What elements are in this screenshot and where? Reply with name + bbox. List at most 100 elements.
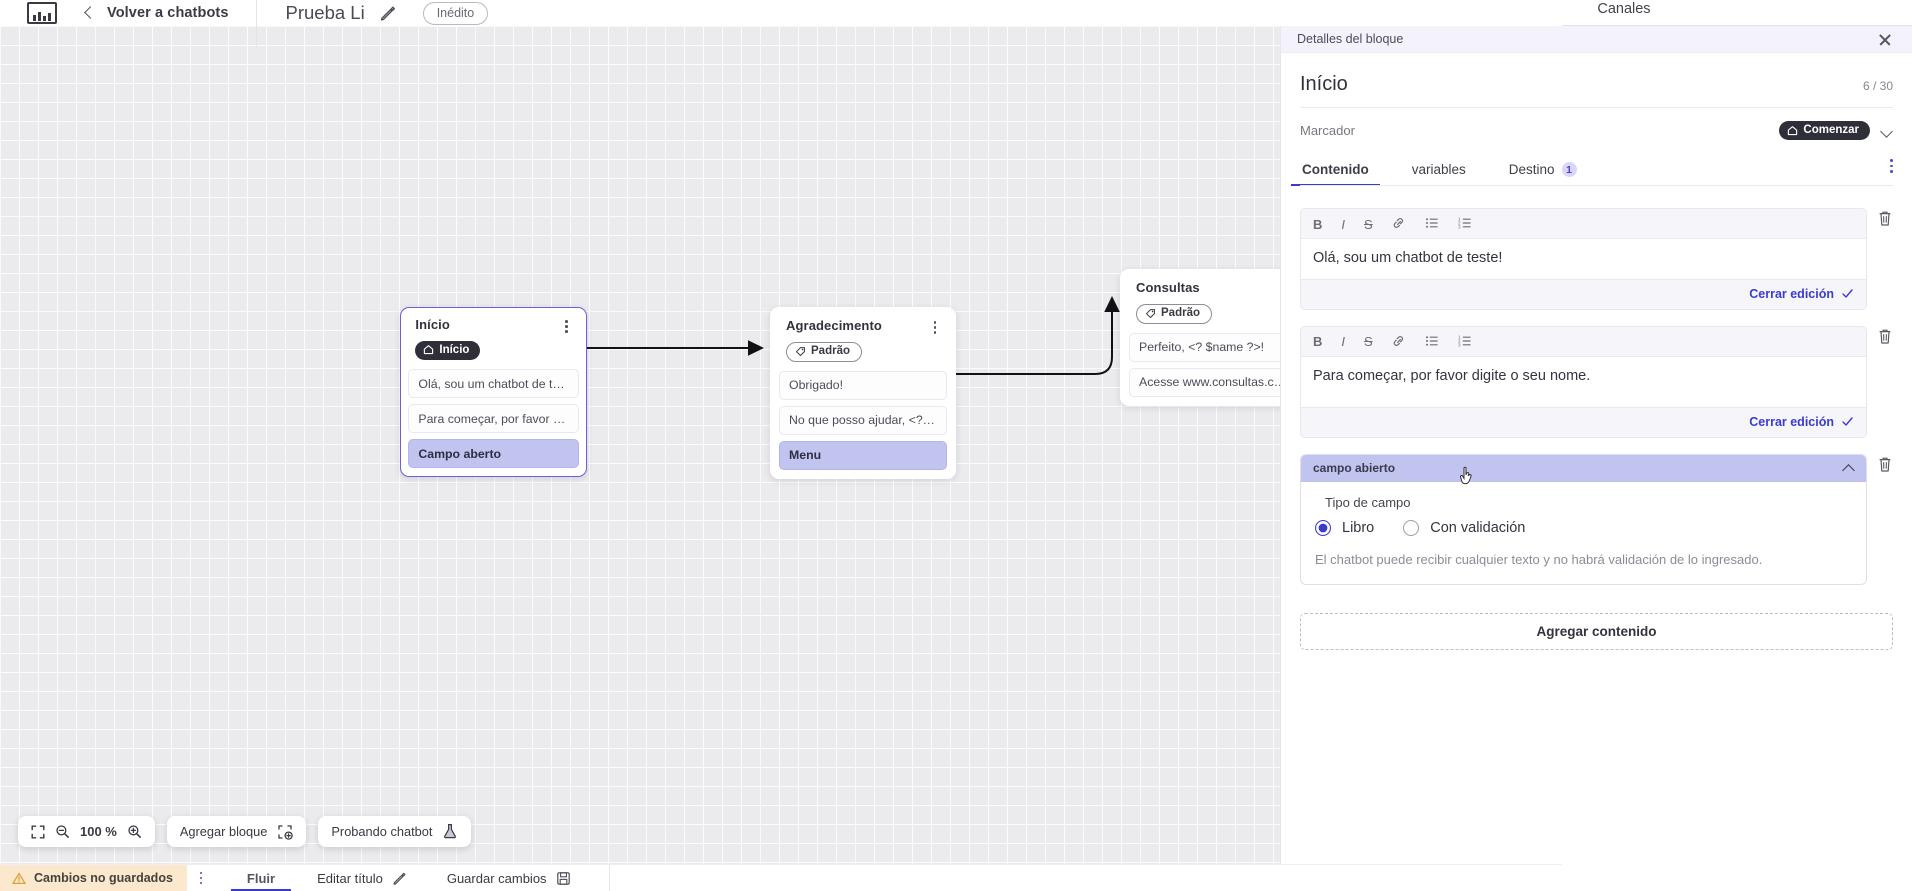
tab-destino[interactable]: Destino 1: [1507, 155, 1579, 186]
top-tabs-underline: [1280, 25, 1912, 26]
panel-tab-bar: Contenido variables Destino 1: [1291, 155, 1893, 186]
message-text[interactable]: Olá, sou um chatbot de teste!: [1301, 238, 1866, 280]
node-badge-label: Padrão: [811, 345, 850, 358]
panel-header: Detalles del bloque: [1281, 26, 1912, 53]
status-divider: [608, 864, 610, 891]
back-to-chatbots-link[interactable]: Volver a chatbots: [107, 5, 229, 21]
link-icon[interactable]: [1392, 216, 1406, 232]
save-changes-button[interactable]: Guardar cambios: [447, 865, 571, 891]
radio-libro[interactable]: Libro: [1315, 519, 1374, 536]
open-field-row: campo abierto Tipo de campo Libro: [1300, 453, 1893, 586]
close-edit-label: Cerrar edición: [1749, 286, 1834, 301]
node-item[interactable]: Acesse www.consultas.com par...: [1129, 367, 1301, 397]
chevron-up-icon[interactable]: [1842, 462, 1854, 474]
tab-canales[interactable]: Canales: [1597, 1, 1651, 17]
svg-text:2: 2: [1458, 338, 1461, 343]
close-icon[interactable]: [1877, 31, 1893, 47]
flow-node-agradecimento[interactable]: Agradecimento Padrão Obrigado! No que po…: [770, 307, 956, 479]
add-block-button[interactable]: Agregar bloque: [166, 816, 307, 847]
kebab-menu-icon[interactable]: [187, 871, 215, 885]
close-edit-label: Cerrar edición: [1749, 414, 1834, 429]
bold-icon[interactable]: B: [1313, 334, 1323, 350]
edit-title-button[interactable]: Editar título: [317, 865, 407, 891]
unsaved-changes-label: Cambios no guardados: [34, 871, 173, 885]
home-icon: [424, 345, 434, 355]
marker-badge: Comenzar: [1779, 121, 1870, 140]
add-content-button[interactable]: Agregar contenido: [1300, 613, 1893, 651]
svg-text:1: 1: [1458, 217, 1461, 222]
flow-node-inicio[interactable]: Início Início Olá, sou um chatbot de tes…: [400, 307, 587, 477]
node-item[interactable]: No que posso ajudar, <? $name ...: [779, 405, 947, 435]
node-item[interactable]: Olá, sou um chatbot de teste!: [408, 369, 579, 399]
zoom-level: 100 %: [80, 824, 117, 839]
node-item[interactable]: Obrigado!: [779, 370, 947, 400]
open-field-card: campo abierto Tipo de campo Libro: [1300, 453, 1867, 586]
message-text[interactable]: Para começar, por favor digite o seu nom…: [1301, 355, 1866, 408]
node-item[interactable]: Menu: [779, 440, 947, 470]
radio-con-validacion[interactable]: Con validación: [1403, 519, 1525, 536]
close-edit-button[interactable]: Cerrar edición: [1749, 415, 1854, 429]
tab-variables[interactable]: variables: [1410, 155, 1468, 186]
node-header: Agradecimento: [779, 318, 947, 334]
node-item-list: Obrigado! No que posso ajudar, <? $name …: [779, 370, 947, 470]
link-icon[interactable]: [1392, 334, 1406, 350]
node-item[interactable]: Perfeito, <? $name ?>!: [1129, 332, 1301, 362]
field-hint: El chatbot puede recibir cualquier texto…: [1315, 551, 1763, 567]
pencil-icon[interactable]: [379, 4, 397, 22]
tab-contenido-label: Contenido: [1302, 162, 1369, 177]
strikethrough-icon[interactable]: S: [1364, 334, 1373, 350]
open-field-body: Tipo de campo Libro Con validación: [1301, 482, 1866, 585]
tag-icon: [1145, 308, 1155, 318]
fit-screen-icon[interactable]: [31, 825, 45, 839]
node-title: Início: [415, 317, 450, 333]
node-item[interactable]: Para começar, por favor digite o ...: [408, 404, 579, 434]
open-field-header[interactable]: campo abierto: [1301, 454, 1866, 482]
trash-icon[interactable]: [1877, 454, 1893, 472]
block-details-panel: Detalles del bloque Início 6 / 30 Marcad…: [1280, 26, 1912, 891]
divider: [1300, 107, 1893, 108]
close-edit-button[interactable]: Cerrar edición: [1749, 287, 1854, 301]
tab-contenido[interactable]: Contenido: [1291, 155, 1380, 186]
trash-icon[interactable]: [1877, 326, 1893, 344]
test-chatbot-label: Probando chatbot: [331, 824, 433, 839]
zoom-in-icon[interactable]: [127, 824, 142, 839]
kebab-menu-icon[interactable]: [928, 318, 942, 334]
floppy-disk-icon: [556, 871, 571, 886]
header-divider: [255, 0, 257, 47]
tab-fluir[interactable]: Fluir: [230, 865, 292, 891]
top-bar: Volver a chatbots Prueba Li Inédito: [0, 0, 1562, 47]
check-icon: [1842, 289, 1853, 298]
zoom-out-icon[interactable]: [55, 824, 70, 839]
chevron-down-icon[interactable]: [1880, 124, 1893, 137]
italic-icon[interactable]: I: [1341, 216, 1346, 232]
node-badge-row: Padrão: [779, 334, 947, 362]
field-type-label: Tipo de campo: [1325, 494, 1411, 510]
flow-node-consultas[interactable]: Consultas Padrão Perfeito, <? $name ?>! …: [1120, 269, 1310, 406]
chevron-left-icon[interactable]: [82, 6, 96, 20]
kebab-menu-icon[interactable]: [560, 317, 574, 333]
pencil-icon: [392, 871, 407, 886]
bulleted-list-icon[interactable]: [1425, 334, 1439, 350]
save-changes-label: Guardar cambios: [446, 870, 547, 886]
page-title: Início: [1300, 73, 1348, 95]
edit-title-label: Editar título: [317, 870, 383, 886]
marker-select[interactable]: Comenzar: [1779, 121, 1893, 140]
bulleted-list-icon[interactable]: [1425, 216, 1439, 232]
kebab-menu-icon[interactable]: [1890, 159, 1893, 182]
svg-text:3: 3: [1458, 342, 1461, 347]
strikethrough-icon[interactable]: S: [1364, 216, 1373, 232]
destino-count-badge: 1: [1561, 162, 1577, 177]
node-item[interactable]: Campo aberto: [408, 439, 579, 469]
trash-icon[interactable]: [1877, 208, 1893, 226]
italic-icon[interactable]: I: [1341, 334, 1346, 350]
svg-text:3: 3: [1458, 225, 1461, 230]
test-chatbot-button[interactable]: Probando chatbot: [318, 816, 472, 847]
bold-icon[interactable]: B: [1313, 216, 1323, 232]
svg-text:1: 1: [1458, 334, 1461, 339]
